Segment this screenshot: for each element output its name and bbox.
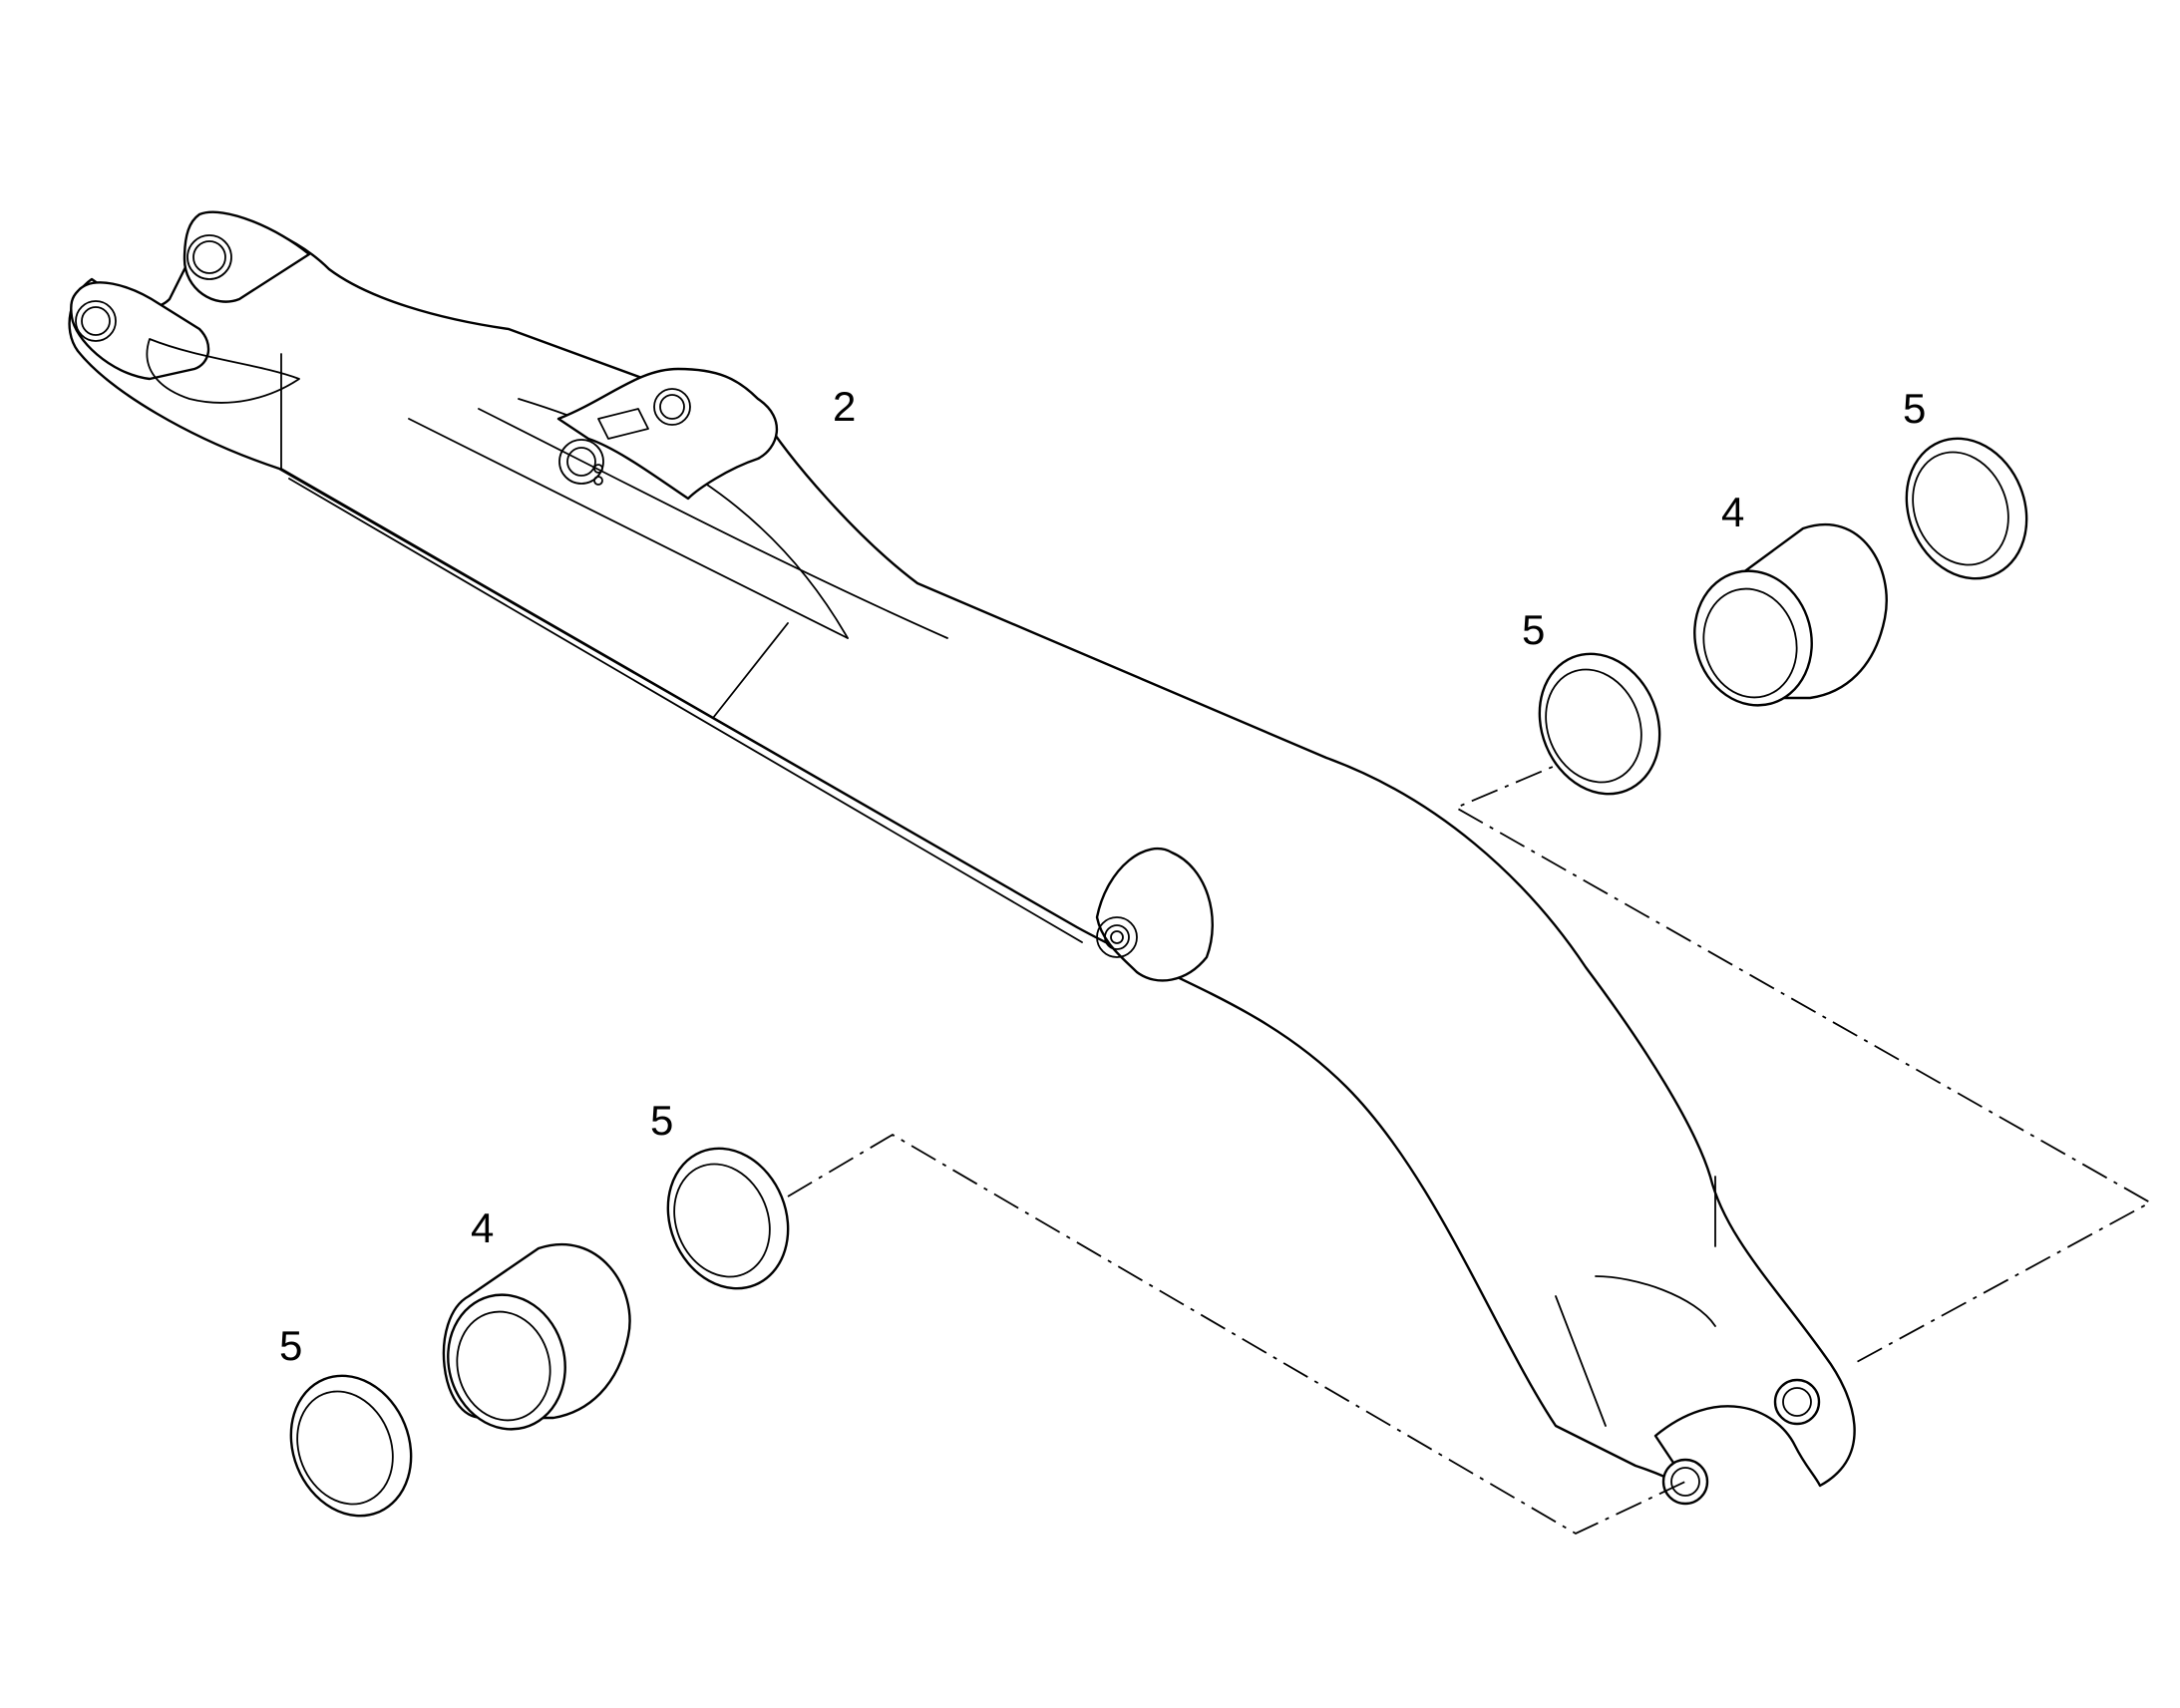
spacer-ring-upper-inner (1538, 652, 1661, 796)
spacer-ring-upper-outer (1905, 437, 2028, 580)
callout-bushing-lower: 4 (471, 1204, 494, 1251)
spacer-ring-lower-inner (666, 1147, 790, 1290)
callout-spacer-lower-inner: 5 (650, 1097, 673, 1144)
callout-spacer-lower-outer: 5 (279, 1322, 302, 1369)
callout-spacer-upper-inner: 5 (1522, 606, 1545, 653)
grease-fitting (566, 447, 596, 477)
callout-bushing-upper: 4 (1721, 489, 1744, 535)
tip-bore-right (1773, 1378, 1821, 1426)
boom-arm (68, 210, 1856, 1506)
tip-bore-left (1661, 1458, 1709, 1506)
assembly-leader-lines (787, 752, 2152, 1536)
upper-fork-bore (192, 240, 226, 274)
lower-fork-bore (81, 306, 111, 336)
pivot-boss (1095, 847, 1214, 982)
spacer-ring-lower-outer (289, 1374, 413, 1518)
callout-boom: 2 (833, 383, 856, 430)
bushing-lower (442, 1242, 631, 1431)
callout-spacer-upper-outer: 5 (1903, 385, 1926, 432)
bushing-upper (1693, 522, 1888, 707)
bracket-hole (659, 394, 685, 420)
